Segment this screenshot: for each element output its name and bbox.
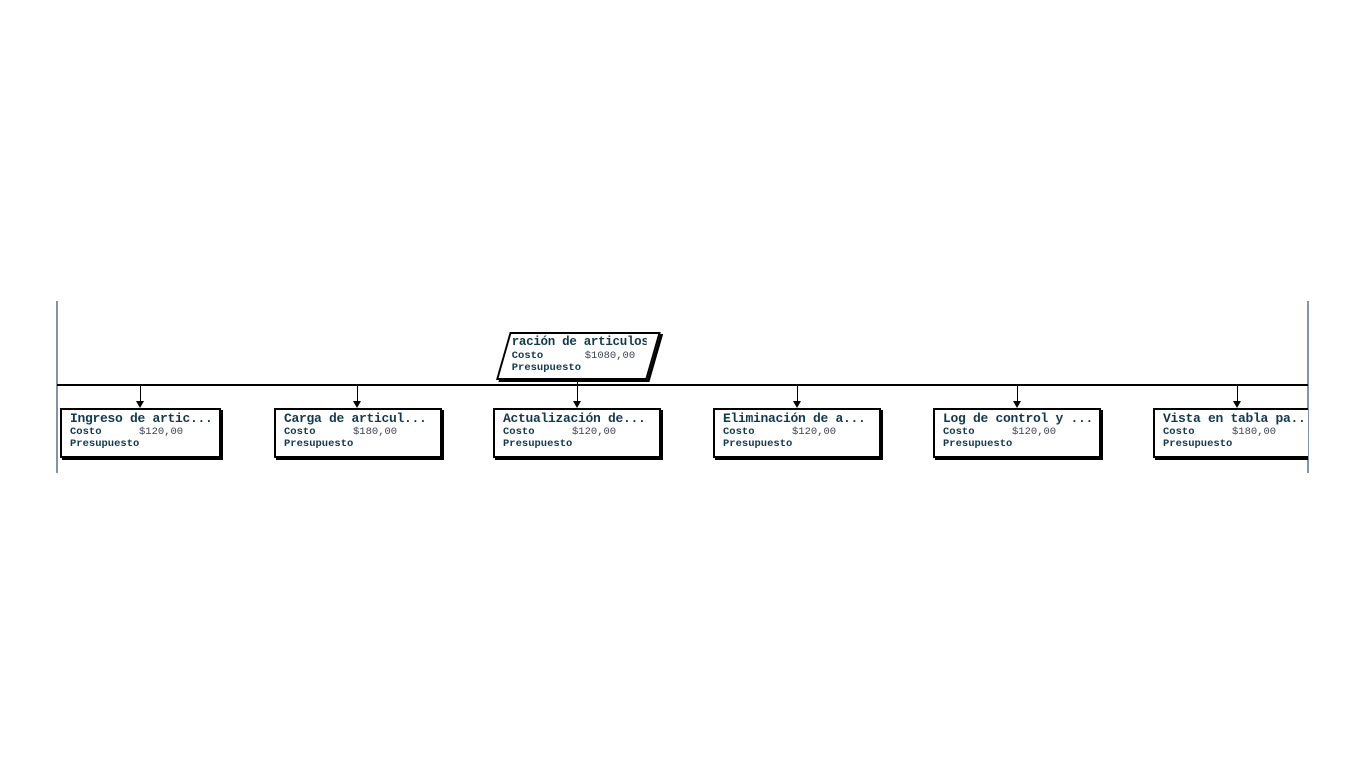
cost-label: Costo <box>511 350 544 362</box>
arrow-down-icon <box>793 401 801 408</box>
wbs-node-child-5[interactable]: Log de control y ... Costo $120,00 Presu… <box>933 408 1101 458</box>
connector-parent-stub <box>577 378 578 385</box>
wbs-node-child-1[interactable]: Ingreso de artic... Costo $120,00 Presup… <box>60 408 221 458</box>
wbs-node-child-6-clip: Vista en tabla pa... Costo $180,00 Presu… <box>1153 408 1308 462</box>
budget-label: Presupuesto <box>70 438 140 450</box>
connector-arrow-line <box>140 386 141 402</box>
connector-arrow-line <box>1237 386 1238 402</box>
page-boundary-right <box>1307 301 1309 473</box>
node-cost-row: Costo $180,00 <box>1155 426 1308 438</box>
node-title: Carga de articul... <box>284 411 427 426</box>
arrow-down-icon <box>353 401 361 408</box>
cost-label: Costo <box>723 426 755 438</box>
wbs-node-child-4[interactable]: Eliminación de a... Costo $120,00 Presup… <box>713 408 881 458</box>
cost-value: $1080,00 <box>584 350 636 362</box>
cost-value: $120,00 <box>139 426 184 438</box>
cost-value: $120,00 <box>1012 426 1057 438</box>
cost-label: Costo <box>943 426 975 438</box>
arrow-down-icon <box>136 401 144 408</box>
arrow-down-icon <box>1233 401 1241 408</box>
node-budget-row: Presupuesto <box>500 362 647 374</box>
node-title: ración de articulos <box>511 335 647 349</box>
node-title: Ingreso de artic... <box>70 411 213 426</box>
cost-value: $120,00 <box>572 426 617 438</box>
cost-value: $180,00 <box>353 426 398 438</box>
node-title: Actualización de... <box>503 411 646 426</box>
wbs-node-child-2[interactable]: Carga de articul... Costo $180,00 Presup… <box>274 408 442 458</box>
arrow-down-icon <box>1013 401 1021 408</box>
budget-label: Presupuesto <box>723 438 793 450</box>
budget-label: Presupuesto <box>503 438 573 450</box>
node-cost-row: Costo $120,00 <box>715 426 879 438</box>
connector-horizontal-line <box>57 384 1308 386</box>
cost-label: Costo <box>70 426 102 438</box>
budget-label: Presupuesto <box>284 438 354 450</box>
node-title: Eliminación de a... <box>723 411 866 426</box>
connector-arrow-line <box>797 386 798 402</box>
node-budget-row: Presupuesto <box>62 438 219 450</box>
node-cost-row: Costo $1080,00 <box>500 350 647 362</box>
cost-value: $180,00 <box>1232 426 1277 438</box>
connector-arrow-line <box>577 386 578 402</box>
arrow-down-icon <box>573 401 581 408</box>
node-cost-row: Costo $120,00 <box>935 426 1099 438</box>
node-budget-row: Presupuesto <box>715 438 879 450</box>
cost-value: $120,00 <box>792 426 837 438</box>
connector-arrow-line <box>357 386 358 402</box>
page-boundary-left <box>56 301 58 473</box>
node-title: Log de control y ... <box>943 411 1094 426</box>
node-budget-row: Presupuesto <box>495 438 659 450</box>
wbs-node-child-3[interactable]: Actualización de... Costo $120,00 Presup… <box>493 408 661 458</box>
cost-label: Costo <box>503 426 535 438</box>
cost-label: Costo <box>1163 426 1195 438</box>
node-cost-row: Costo $120,00 <box>62 426 219 438</box>
budget-label: Presupuesto <box>1163 438 1233 450</box>
wbs-node-parent[interactable]: ración de articulos Costo $1080,00 Presu… <box>496 332 661 380</box>
budget-label: Presupuesto <box>943 438 1013 450</box>
node-title: Vista en tabla pa... <box>1163 411 1308 426</box>
node-budget-row: Presupuesto <box>1155 438 1308 450</box>
node-cost-row: Costo $120,00 <box>495 426 659 438</box>
wbs-node-child-6[interactable]: Vista en tabla pa... Costo $180,00 Presu… <box>1153 408 1308 458</box>
cost-label: Costo <box>284 426 316 438</box>
budget-label: Presupuesto <box>511 362 582 374</box>
node-cost-row: Costo $180,00 <box>276 426 440 438</box>
node-budget-row: Presupuesto <box>276 438 440 450</box>
connector-arrow-line <box>1017 386 1018 402</box>
node-budget-row: Presupuesto <box>935 438 1099 450</box>
